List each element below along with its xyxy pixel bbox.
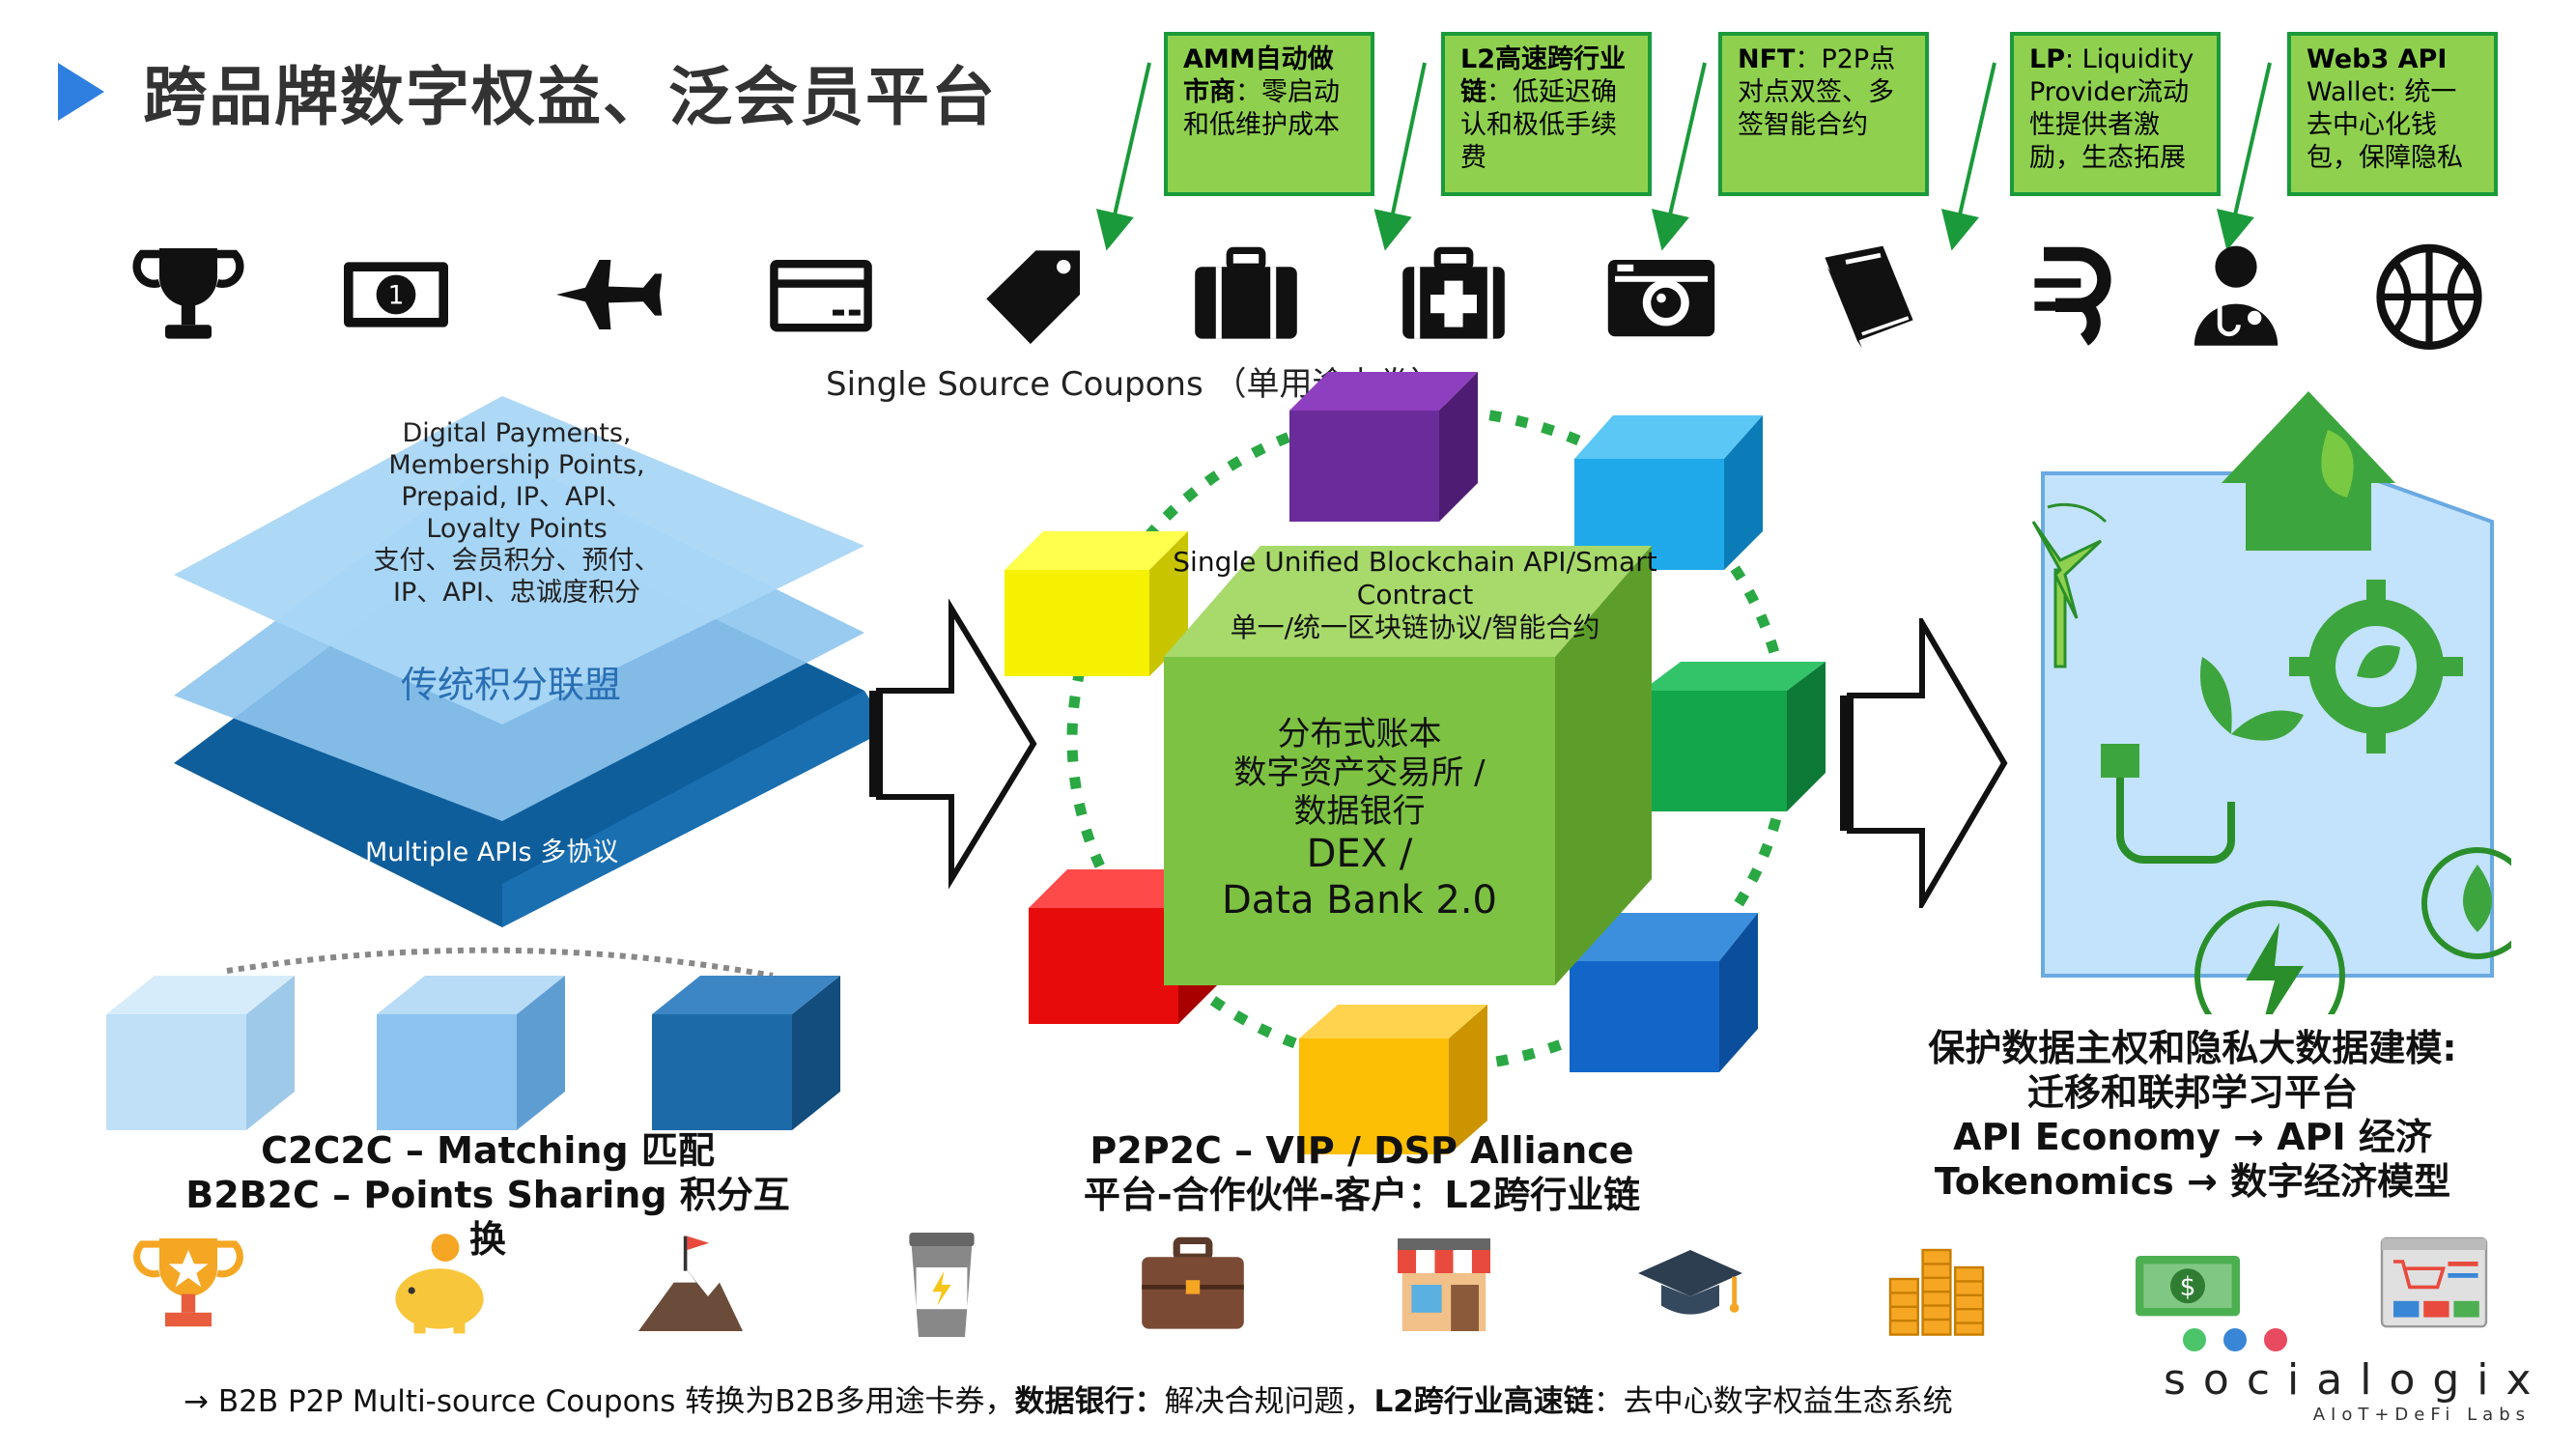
- socialogix-logo: socialogix AIoT+DeFi Labs: [2164, 1328, 2569, 1425]
- cube-mid: [377, 976, 565, 1130]
- graduation-cap-icon: [1632, 1227, 1748, 1343]
- lightning-cycle-icon: [2194, 900, 2345, 1014]
- logo-dots: [2183, 1328, 2569, 1351]
- cube-purple: [1289, 372, 1478, 522]
- feature-box-amm: AMM自动做市商：零启动和低维护成本: [1164, 32, 1374, 196]
- trophy-icon: [126, 237, 251, 353]
- left-stack: [174, 396, 889, 979]
- arrow-left-icon: [869, 599, 1037, 889]
- right-panel: [2031, 391, 2511, 1014]
- mountain-flag-icon: [633, 1227, 749, 1343]
- cube-dark: [652, 976, 840, 1130]
- cube-orange: [1299, 1005, 1487, 1154]
- title-row: 跨品牌数字权益、泛会员平台: [58, 48, 997, 135]
- page-title: 跨品牌数字权益、泛会员平台: [143, 60, 997, 134]
- feature-box-web3: Web3 API Wallet: 统一去中心化钱包，保障隐私: [2287, 32, 2498, 196]
- cube-blue: [1570, 913, 1758, 1072]
- center-cube-text: 分布式账本 数字资产交易所 / 数据银行 DEX / Data Bank 2.0: [1221, 715, 1498, 923]
- footer-text: → B2B P2P Multi-source Coupons 转换为B2B多用途…: [184, 1384, 1953, 1419]
- gear-leaf-icon: [2289, 580, 2463, 753]
- water-drop-cycle-icon: [2421, 847, 2511, 959]
- storefront-icon: [1386, 1227, 1502, 1343]
- tag-icon: [971, 237, 1096, 353]
- left-cubes: [106, 976, 840, 1130]
- coffee-cup-icon: [884, 1227, 1000, 1343]
- trophy-star-icon: [130, 1227, 246, 1343]
- title-triangle-icon: [58, 63, 104, 121]
- center-caption: P2P2C – VIP / DSP Alliance 平台-合作伙伴-客户：L2…: [1083, 1129, 1641, 1216]
- left-top-layer-text: Digital Payments, Membership Points, Pre…: [373, 418, 661, 608]
- svg-text:1: 1: [388, 281, 405, 311]
- briefcase-icon: [1183, 237, 1309, 353]
- svg-text:$: $: [2180, 1272, 2196, 1302]
- fighter-jet-icon: [546, 237, 671, 353]
- arrow-right-icon: [1840, 618, 2008, 908]
- feature-box-nft: NFT：P2P点对点双签、多签智能合约: [1718, 32, 1929, 196]
- feature-box-lp: LP: Liquidity Provider流动性提供者激励，生态拓展: [2010, 32, 2221, 196]
- center-diagram: [1005, 372, 1826, 1154]
- doctor-icon: [2173, 237, 2299, 353]
- shopping-cart-screen-icon: [2376, 1227, 2492, 1343]
- medical-kit-icon: [1391, 237, 1516, 353]
- left-bottom-layer-text: Multiple APIs 多协议: [365, 838, 619, 867]
- piggy-bank-icon: [382, 1227, 497, 1343]
- right-caption: 保护数据主权和隐私大数据建模: 迁移和联邦学习平台 API Economy → …: [1928, 1027, 2457, 1203]
- cube-main: [1164, 546, 1652, 985]
- left-middle-layer-text: 传统积分联盟: [401, 664, 622, 706]
- plug-plant-icon: [2101, 657, 2304, 864]
- cube-skyblue: [1574, 415, 1763, 570]
- credit-card-icon: [758, 237, 884, 353]
- basketball-icon: [2366, 237, 2492, 353]
- box-connectors: [1095, 62, 2272, 251]
- logo-tagline: AIoT+DeFi Labs: [2312, 1405, 2531, 1425]
- cube-green: [1642, 662, 1826, 811]
- cube-light: [106, 976, 295, 1130]
- wind-turbine-icon: [2031, 502, 2108, 668]
- cube-yellow: [1005, 531, 1188, 676]
- house-leaf-icon: [2222, 391, 2395, 551]
- brown-briefcase-icon: [1135, 1227, 1251, 1343]
- coin-stacks-icon: [1879, 1227, 1995, 1343]
- feature-box-l2: L2高速跨行业链：低延迟确认和极低手续费: [1441, 32, 1652, 196]
- banknote-icon: 1: [333, 237, 459, 353]
- camera-icon: [1599, 237, 1724, 353]
- logo-name: socialogix: [2164, 1355, 2549, 1405]
- currency-symbol-icon: [2004, 237, 2130, 353]
- center-api-text: Single Unified Blockchain API/Smart Cont…: [1173, 546, 1657, 643]
- book-icon: [1806, 237, 1932, 353]
- dollar-bill-icon: $: [2130, 1227, 2246, 1343]
- left-caption: C2C2C – Matching 匹配 B2B2C – Points Shari…: [185, 1129, 790, 1261]
